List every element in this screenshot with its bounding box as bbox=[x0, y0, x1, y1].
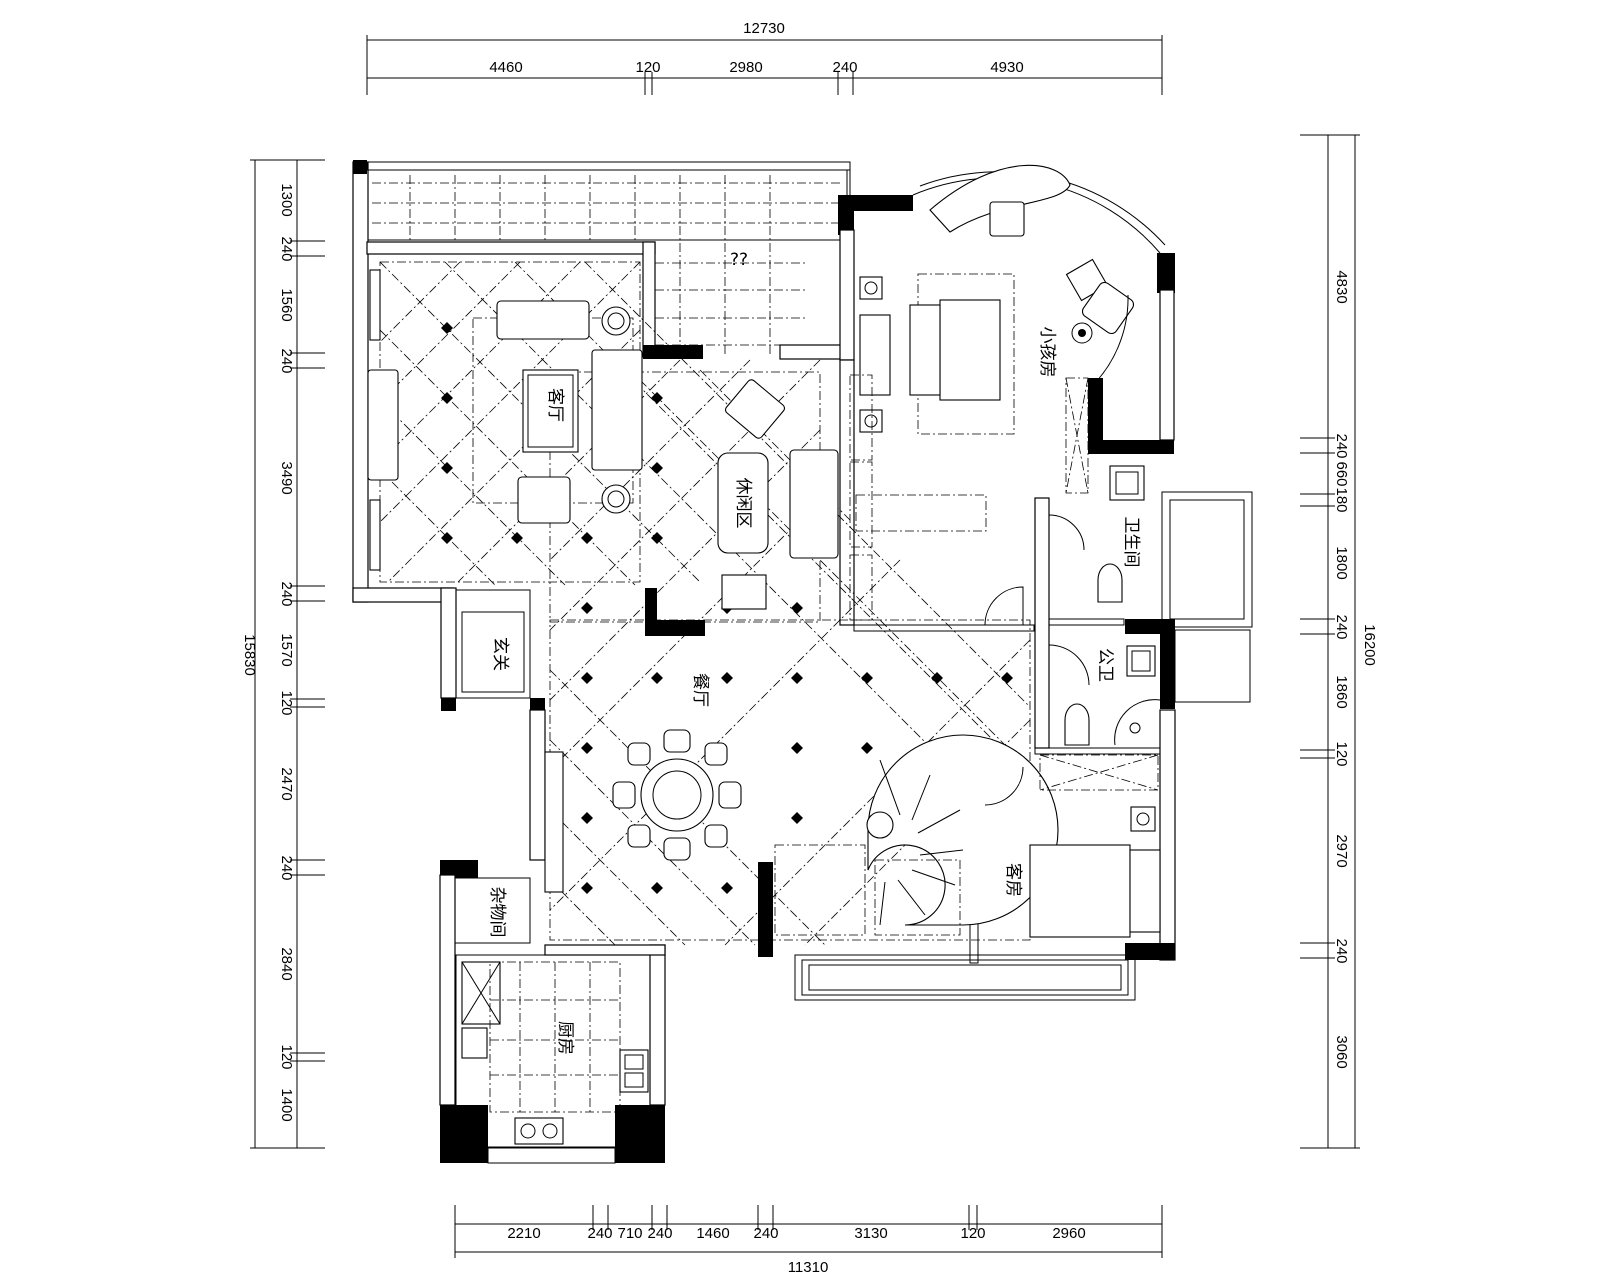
living-room-furniture bbox=[367, 269, 643, 571]
left-segment-dimension: 2840 bbox=[278, 947, 295, 980]
left-total-dimension: 15830 bbox=[241, 634, 258, 676]
right-segment-dimension: 120 bbox=[1333, 741, 1350, 766]
left-segment-dimension: 1560 bbox=[278, 288, 295, 321]
right-segment-dimension: 3060 bbox=[1333, 1035, 1350, 1068]
left-segment-dimension: 120 bbox=[278, 690, 295, 715]
bottom-segment-dimension: 240 bbox=[647, 1225, 672, 1242]
left-segment-dimension: 1400 bbox=[278, 1088, 295, 1121]
bottom-dimension-lines bbox=[454, 1205, 1163, 1258]
top-dimension-lines bbox=[366, 35, 1163, 95]
bottom-segment-dimension: 3130 bbox=[854, 1225, 887, 1242]
child-room-label: 小孩房 bbox=[1037, 327, 1057, 378]
right-segment-dimension: 240 bbox=[1333, 614, 1350, 639]
dining-room-label: 餐厅 bbox=[690, 673, 710, 707]
right-segment-dimension: 4830 bbox=[1333, 270, 1350, 303]
right-segment-dimension: 1800 bbox=[1333, 546, 1350, 579]
top-segment-dimension: 240 bbox=[832, 59, 857, 76]
storage-label: 杂物间 bbox=[487, 887, 507, 938]
dining-table-set bbox=[544, 729, 742, 893]
right-total-dimension: 16200 bbox=[1361, 624, 1378, 666]
bottom-segment-dimension: 240 bbox=[587, 1225, 612, 1242]
bottom-segment-dimension: 240 bbox=[753, 1225, 778, 1242]
top-total-dimension: 12730 bbox=[743, 20, 785, 37]
bottom-segment-dimension: 2210 bbox=[507, 1225, 540, 1242]
tile-diamond-markers bbox=[441, 322, 1013, 894]
top-segment-dimension: 120 bbox=[635, 59, 660, 76]
left-segment-dimension: 240 bbox=[278, 855, 295, 880]
entrance-area bbox=[455, 589, 531, 699]
doors-and-closets bbox=[849, 374, 1090, 806]
kitchen-label: 厨房 bbox=[555, 1021, 575, 1055]
top-segment-dimension: 2980 bbox=[729, 59, 762, 76]
storage-area bbox=[454, 877, 531, 944]
public-wc-label: 公卫 bbox=[1095, 648, 1115, 682]
spiral-staircase bbox=[774, 734, 1059, 936]
left-segment-dimension: 240 bbox=[278, 581, 295, 606]
bottom-segment-dimension: 710 bbox=[617, 1225, 642, 1242]
entrance-label: 玄关 bbox=[490, 637, 510, 671]
right-segment-dimension: 1860 bbox=[1333, 675, 1350, 708]
bottom-segment-dimension: 120 bbox=[960, 1225, 985, 1242]
left-segment-dimension: 1570 bbox=[278, 633, 295, 666]
bottom-segment-dimension: 1460 bbox=[696, 1225, 729, 1242]
bottom-segment-dimension: 2960 bbox=[1052, 1225, 1085, 1242]
right-segment-dimension: 240 bbox=[1333, 433, 1350, 458]
right-segment-dimension: 240 bbox=[1333, 938, 1350, 963]
bottom-total-dimension: 11310 bbox=[788, 1259, 829, 1276]
top-segment-dimension: 4460 bbox=[489, 59, 522, 76]
left-dimension-lines bbox=[250, 159, 325, 1149]
living-room-label: 客厅 bbox=[545, 388, 565, 422]
left-segment-dimension: 120 bbox=[278, 1044, 295, 1069]
kitchen-area bbox=[455, 954, 651, 1148]
left-segment-dimension: 3490 bbox=[278, 461, 295, 494]
bottom-balcony bbox=[794, 954, 1136, 1001]
leisure-area-furniture bbox=[717, 379, 839, 610]
right-segment-dimension: 2970 bbox=[1333, 834, 1350, 867]
left-segment-dimension: 2470 bbox=[278, 767, 295, 800]
terrace-label: ?? bbox=[730, 250, 748, 270]
child-room-furniture bbox=[855, 164, 1166, 532]
public-wc-fixtures bbox=[1064, 645, 1161, 746]
left-segment-dimension: 240 bbox=[278, 348, 295, 373]
bathroom-fixtures bbox=[1097, 465, 1253, 703]
right-segment-dimension: 660 bbox=[1333, 461, 1350, 486]
right-dimension-lines bbox=[1300, 134, 1360, 1149]
guest-room-label: 客房 bbox=[1003, 863, 1023, 897]
left-segment-dimension: 1300 bbox=[278, 183, 295, 216]
leisure-area-label: 休闲区 bbox=[733, 478, 753, 529]
right-segment-dimension: 180 bbox=[1333, 487, 1350, 512]
left-segment-dimension: 240 bbox=[278, 236, 295, 261]
bathroom-label: 卫生间 bbox=[1121, 517, 1141, 568]
top-segment-dimension: 4930 bbox=[990, 59, 1023, 76]
guest-room-furniture bbox=[1029, 754, 1161, 938]
exterior-walls bbox=[352, 160, 1176, 1164]
